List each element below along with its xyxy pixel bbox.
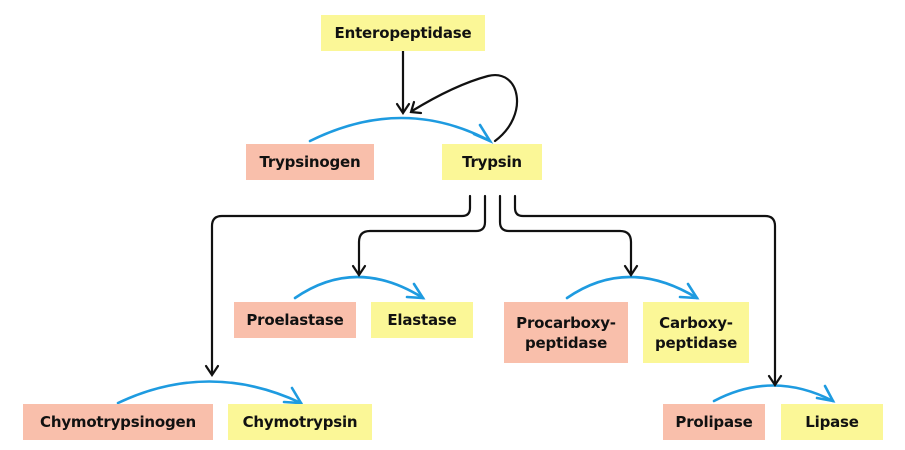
enteropeptidase-label: Enteropeptidase [334, 24, 472, 42]
chymotrypsinogen-label: Chymotrypsinogen [40, 413, 196, 431]
proelastase-box: Proelastase [234, 302, 356, 338]
lipase-label: Lipase [805, 413, 859, 431]
prolipase-box: Prolipase [663, 404, 765, 440]
procarboxypeptidase-box: Procarboxy- peptidase [504, 302, 628, 363]
carboxypeptidase-label-line1: Carboxy- [659, 313, 733, 332]
trypsin-to-chymotrypsin-wire [210, 194, 472, 376]
enteropeptidase-box: Enteropeptidase [321, 15, 485, 51]
carboxypeptidase-label-line2: peptidase [654, 333, 738, 352]
activation-arrowhead-carboxypeptidase [678, 282, 700, 300]
elastase-label: Elastase [387, 311, 457, 329]
procarboxypeptidase-label-line1: Procarboxy- [516, 313, 616, 332]
trypsin-autocatalysis-loop [410, 74, 519, 143]
lipase-arrowhead [767, 374, 783, 387]
trypsinogen-box: Trypsinogen [246, 144, 374, 180]
elastase-arrowhead [351, 264, 367, 277]
activation-arc-trypsinogen [308, 116, 492, 143]
activation-arc-chymotrypsin [116, 380, 303, 405]
trypsin-to-carboxypeptidase-wire [498, 194, 633, 276]
carboxypeptidase-box: Carboxy- peptidase [643, 302, 749, 363]
lipase-box: Lipase [781, 404, 883, 440]
prolipase-label: Prolipase [675, 413, 753, 431]
chymotrypsin-arrowhead [204, 364, 220, 377]
trypsin-autocatalysis-arrowhead [409, 100, 423, 115]
proelastase-label: Proelastase [246, 311, 344, 329]
trypsin-box: Trypsin [442, 144, 542, 180]
chymotrypsin-box: Chymotrypsin [228, 404, 372, 440]
activation-arc-carboxypeptidase [565, 275, 699, 300]
chymotrypsin-label: Chymotrypsin [242, 413, 358, 431]
activation-arrowhead-lipase [815, 384, 836, 403]
trypsin-label: Trypsin [462, 153, 522, 171]
chymotrypsinogen-box: Chymotrypsinogen [23, 404, 213, 440]
activation-arrowhead-chymotrypsin [282, 386, 304, 405]
trypsinogen-label: Trypsinogen [259, 153, 361, 171]
activation-arrowhead-elastase [405, 282, 426, 300]
activation-arc-lipase [712, 384, 835, 403]
activation-arc-elastase [293, 275, 425, 300]
enteropeptidase-arrowhead [395, 102, 411, 115]
activation-arrowhead-trypsin [472, 123, 494, 144]
trypsin-to-lipase-wire [513, 194, 777, 386]
procarboxypeptidase-label-line2: peptidase [524, 333, 608, 352]
trypsin-to-elastase-wire [357, 194, 487, 276]
carboxypeptidase-arrowhead [623, 264, 639, 277]
elastase-box: Elastase [371, 302, 473, 338]
